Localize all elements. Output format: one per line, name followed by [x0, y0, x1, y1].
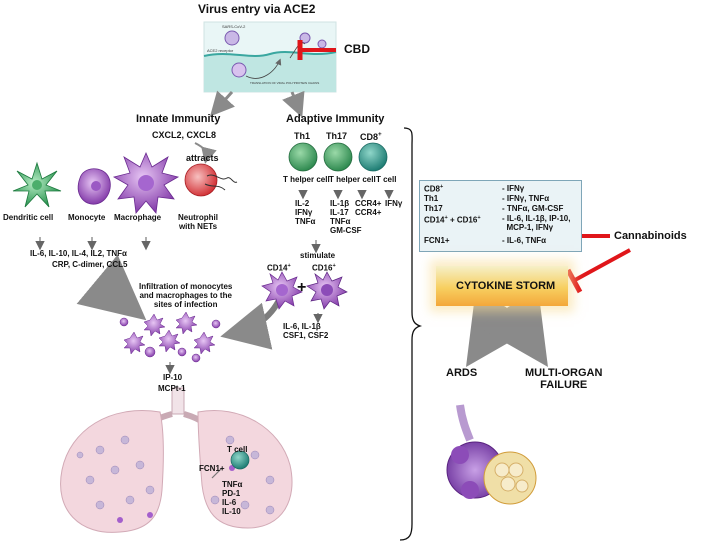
stimulate-label: stimulate: [300, 251, 336, 260]
cbd-label: CBD: [344, 42, 370, 56]
panel-row-cell: Th1: [424, 194, 439, 203]
th1-cytokines: IL-2 IFNγ TNFα: [295, 199, 316, 226]
inset-receptor-label: ACE2 receptor: [207, 48, 234, 53]
panel-row-value: - TNFα, GM-CSF: [502, 204, 564, 213]
lung-cytokines: TNFα PD-1 IL-6 IL-10: [222, 480, 243, 516]
cytokine-storm-label: CYTOKINE STORM: [456, 280, 556, 292]
alveoli-illustration: [446, 404, 537, 505]
fcn1-label: FCN1+: [199, 464, 225, 473]
t-helper-label-2: T helper cell: [329, 175, 376, 184]
th1-cell: [288, 142, 318, 172]
mcpt1-label: MCPt-1: [158, 384, 186, 393]
cbd-inhibitor: [297, 40, 336, 60]
cytokine-summary-panel: CD8+ - IFNγ Th1 - IFNγ, TNFα Th17 - TNFα…: [419, 180, 582, 252]
arrow-adaptive-infiltration: [220, 296, 283, 350]
ccr4-label: CCR4+ CCR4+: [355, 199, 382, 217]
cd8-label: CD8+: [360, 131, 382, 142]
dendritic-cell-label: Dendritic cell: [3, 213, 54, 222]
innate-cytokines-line2: CRP, C-dimer, CCL5: [52, 260, 128, 269]
panel-row-cell: CD14+ + CD16+: [424, 215, 481, 225]
cannabinoids-label: Cannabinoids: [614, 230, 687, 242]
monocyte-label: Monocyte: [68, 213, 106, 222]
neutrophil-cell: [184, 163, 238, 197]
plus-sign: +: [297, 279, 307, 296]
neutrophil-label: Neutrophil with NETs: [178, 213, 218, 231]
lung-t-cell-label: T cell: [227, 445, 248, 454]
th1-label: Th1: [294, 131, 311, 141]
arrow-to-adaptive: [282, 90, 305, 118]
t-cell-label: T cell: [376, 175, 397, 184]
macrophage-cell: [112, 151, 180, 214]
cd8-cell: [358, 142, 388, 172]
panel-row-cell: FCN1+: [424, 236, 450, 245]
innate-cytokines-line1: IL-6, IL-10, IL-4, IL2, TNFα: [30, 249, 127, 258]
inset-virus-label: SARS-CoV-2: [222, 24, 246, 29]
adaptive-immunity-title: Adaptive Immunity: [286, 113, 385, 125]
cytokine-storm-box: [436, 266, 568, 306]
multi-organ-failure-label: MULTI-ORGAN FAILURE: [525, 367, 603, 392]
cd8-cytokine: IFNγ: [385, 199, 403, 208]
panel-row-cell: CD8+: [424, 184, 444, 194]
arrow-lung-cytokines: [211, 467, 223, 479]
attracts-label: attracts: [186, 153, 219, 163]
lung-t-cell: [230, 450, 250, 470]
t-helper-label-1: T helper cell: [283, 175, 330, 184]
macrophage-label: Macrophage: [114, 213, 162, 222]
th17-cytokines: IL-1β IL-17 TNFα GM-CSF: [330, 199, 362, 235]
panel-row-value: - IL-6, IL-1β, IP-10, MCP-1, IFNγ: [502, 214, 571, 232]
cd14-label: CD14+: [267, 263, 291, 273]
th17-cell: [323, 142, 353, 172]
panel-row-value: - IFNγ: [502, 184, 525, 193]
lungs: [60, 387, 293, 533]
panel-row-value: - IFNγ, TNFα: [502, 194, 550, 203]
cd16-monocyte: [306, 271, 348, 310]
ards-label: ARDS: [446, 367, 478, 379]
panel-row-value: - IL-6, TNFα: [502, 236, 547, 245]
dendritic-cell: [12, 161, 62, 208]
arrow-chemokine: [194, 142, 217, 164]
inset-bottom-label: TRANSLATION OF VIRAL POLYPROTEIN CHAINS: [250, 81, 320, 85]
arrow-multi-organ: [478, 287, 548, 367]
innate-chemokines: CXCL2, CXCL8: [152, 130, 217, 140]
cd16-label: CD16+: [312, 263, 336, 273]
cd14-monocyte: [261, 271, 303, 310]
infiltration-label: Infiltration of monocytes and macrophage…: [139, 282, 233, 309]
panel-row-cell: Th17: [424, 204, 443, 213]
arrow-to-innate: [209, 90, 235, 117]
infiltrating-cells: [119, 311, 221, 363]
th17-label: Th17: [326, 131, 348, 141]
monocyte-cell: [77, 168, 111, 205]
adaptive-mono-cytokines: IL-6, IL-1β CSF1, CSF2: [283, 322, 329, 340]
arrow-ards: [466, 287, 536, 367]
cannabinoids-inhibitor-storm: [565, 248, 631, 294]
arrow-innate-infiltration: [76, 254, 147, 321]
summary-brace: [399, 127, 423, 541]
ip10-label: IP-10: [163, 373, 183, 382]
virus-entry-title: Virus entry via ACE2: [198, 2, 316, 16]
innate-immunity-title: Innate Immunity: [136, 113, 221, 125]
